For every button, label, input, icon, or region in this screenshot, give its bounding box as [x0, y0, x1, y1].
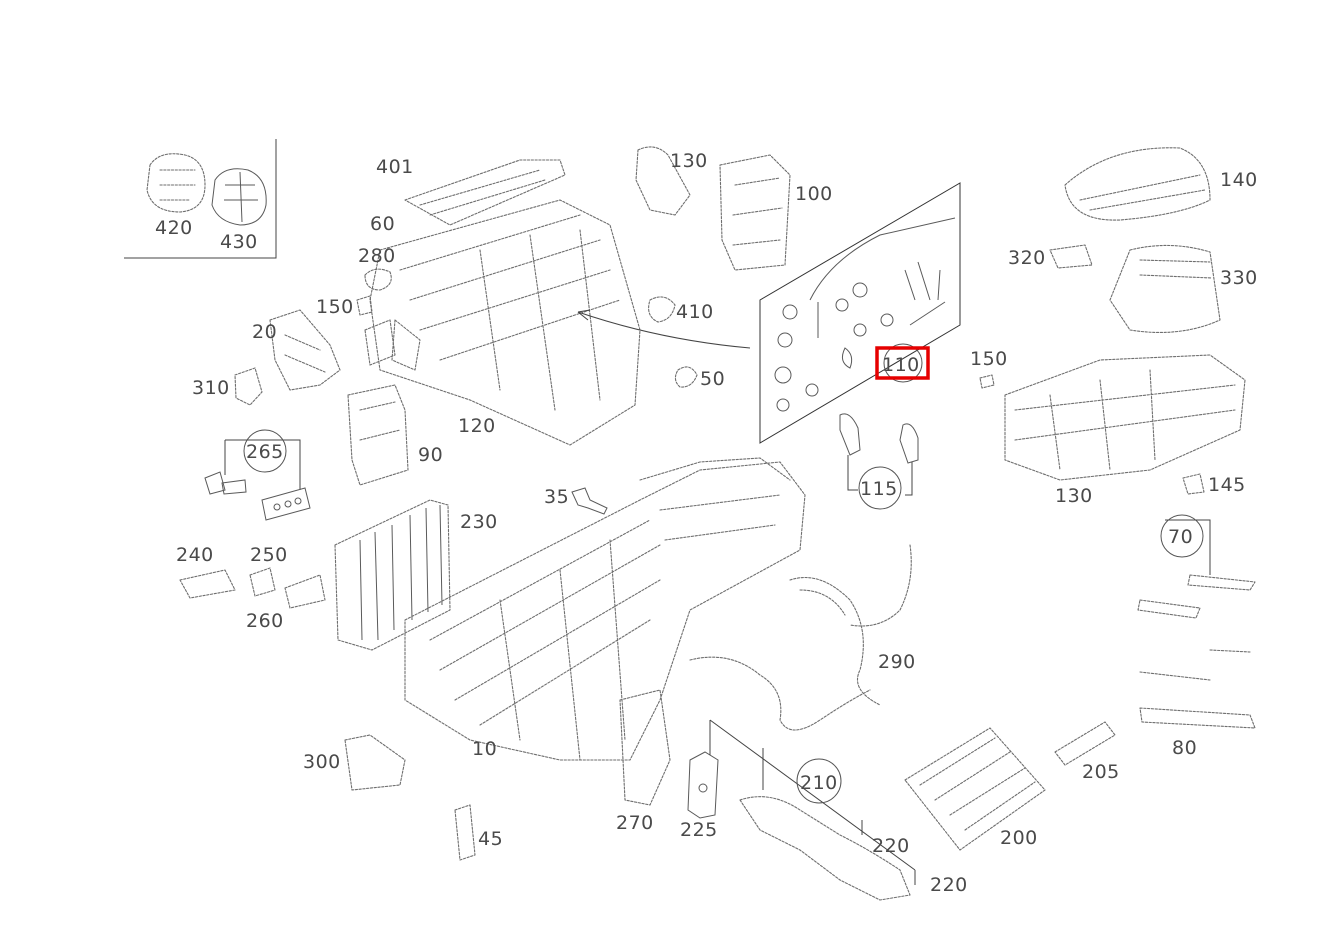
label-145: 145 — [1208, 474, 1246, 496]
label-401: 401 — [376, 156, 414, 178]
label-110: 110 — [882, 354, 920, 376]
label-20: 20 — [252, 321, 277, 343]
label-430: 430 — [220, 231, 258, 253]
part-310-shape — [234, 367, 263, 406]
part-150b-shape — [979, 374, 995, 389]
label-210: 210 — [800, 772, 838, 794]
label-200: 200 — [1000, 827, 1038, 849]
inset-box — [124, 139, 277, 259]
part-145-shape — [1182, 473, 1205, 495]
label-60: 60 — [370, 213, 395, 235]
label-50: 50 — [700, 368, 725, 390]
label-220-upper: 220 — [872, 835, 910, 857]
label-130-upper: 130 — [670, 150, 708, 172]
label-240: 240 — [176, 544, 214, 566]
label-225: 225 — [680, 819, 718, 841]
label-115: 115 — [860, 478, 898, 500]
label-290: 290 — [878, 651, 916, 673]
label-80: 80 — [1172, 737, 1197, 759]
reference-arrow — [577, 311, 751, 349]
upper-right-parts — [1049, 147, 1221, 334]
label-100: 100 — [795, 183, 833, 205]
bracket-20 — [269, 309, 341, 391]
part-35-shape — [571, 487, 608, 515]
part-290-hose — [789, 544, 912, 706]
part-130-100-upper — [635, 146, 791, 271]
part-265-group — [204, 439, 311, 521]
label-10: 10 — [472, 738, 497, 760]
main-lower-engine — [404, 457, 806, 761]
part-300-shape — [344, 734, 406, 791]
parts-240-260 — [179, 567, 326, 609]
part-200-shape — [904, 727, 1046, 851]
label-45: 45 — [478, 828, 503, 850]
label-280: 280 — [358, 245, 396, 267]
label-250: 250 — [250, 544, 288, 566]
label-70: 70 — [1168, 526, 1193, 548]
label-130-right: 130 — [1055, 485, 1093, 507]
label-230: 230 — [460, 511, 498, 533]
part-230-radiator — [334, 499, 451, 651]
part-115-clips — [839, 413, 919, 496]
mid-hose — [689, 656, 871, 731]
label-90: 90 — [418, 444, 443, 466]
part-90-shape — [347, 384, 409, 486]
label-150-left: 150 — [316, 296, 354, 318]
label-310: 310 — [192, 377, 230, 399]
label-120: 120 — [458, 415, 496, 437]
part-205-shape — [1054, 721, 1116, 766]
part-270-shape — [619, 689, 671, 806]
label-220-lower: 220 — [930, 874, 968, 896]
label-35: 35 — [544, 486, 569, 508]
parts-210-225-220 — [687, 719, 916, 901]
callout-circles — [243, 343, 1204, 804]
part-410-shape — [648, 296, 676, 323]
right-rails — [1137, 519, 1256, 729]
small-parts-left — [356, 268, 392, 316]
label-320: 320 — [1008, 247, 1046, 269]
label-300: 300 — [303, 751, 341, 773]
label-260: 260 — [246, 610, 284, 632]
label-265: 265 — [246, 441, 284, 463]
highlight-box-110 — [875, 346, 930, 380]
label-205: 205 — [1082, 761, 1120, 783]
part-labels: 401 60 280 150 20 310 265 90 120 410 50 … — [155, 150, 1258, 896]
label-140: 140 — [1220, 169, 1258, 191]
upper-housing-assembly — [364, 159, 641, 446]
label-150-right: 150 — [970, 348, 1008, 370]
right-housing-130 — [1004, 354, 1246, 481]
detail-panel-110 — [759, 182, 961, 444]
label-420: 420 — [155, 217, 193, 239]
label-270: 270 — [616, 812, 654, 834]
part-45-shape — [454, 804, 476, 861]
part-50-shape — [674, 366, 698, 388]
label-410: 410 — [676, 301, 714, 323]
label-330: 330 — [1220, 267, 1258, 289]
